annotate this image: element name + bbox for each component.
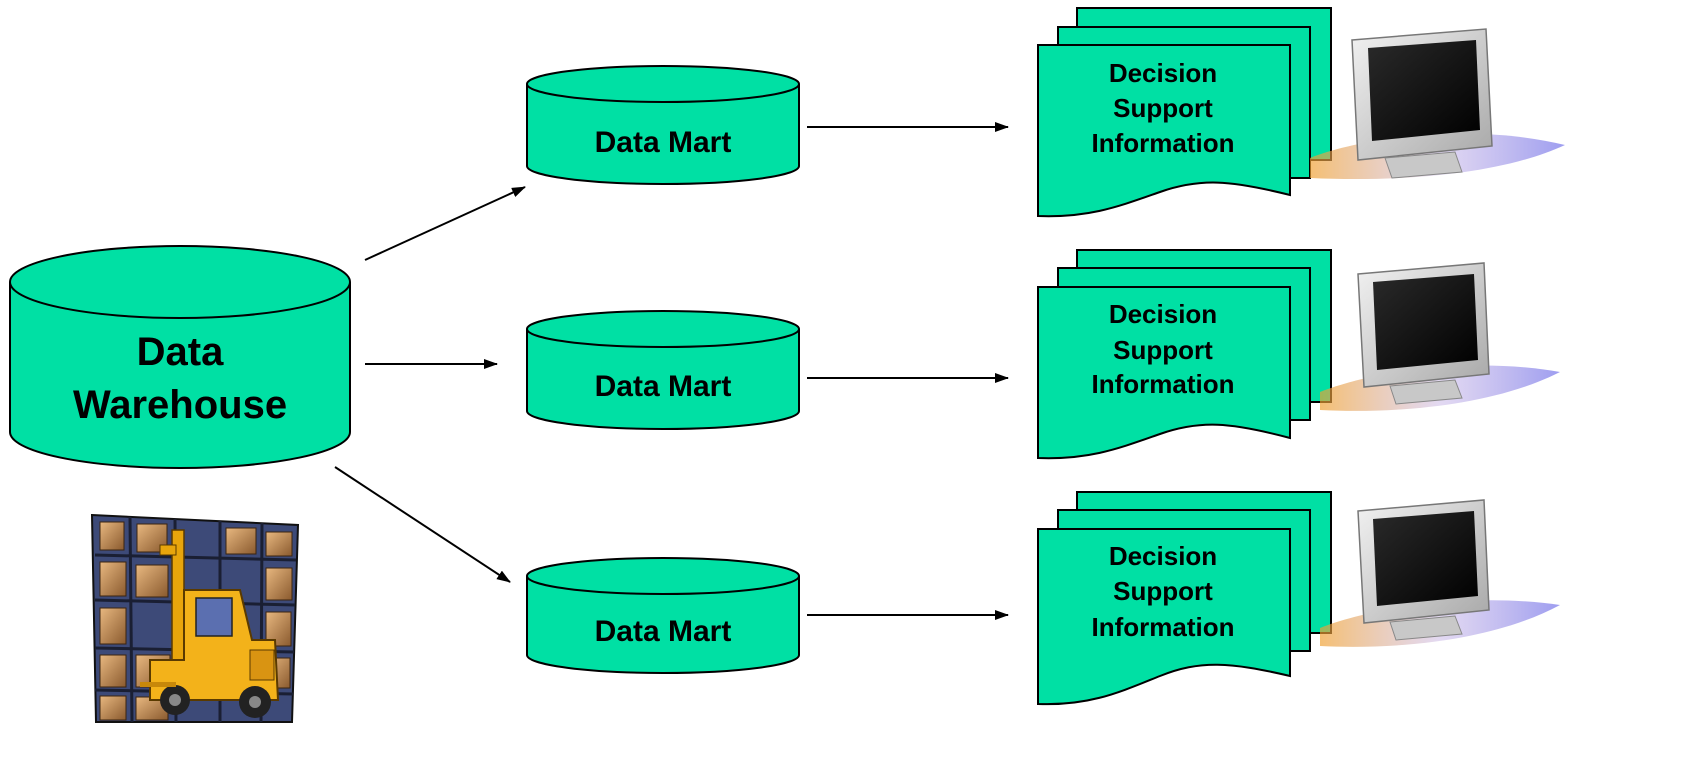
arrow-warehouse-to-mart-1 [364, 186, 526, 261]
decision-support-report-2: Decision Support Information [1037, 249, 1332, 460]
data-mart-1: Data Mart [526, 65, 800, 185]
data-warehouse-label-line1: Data [137, 330, 224, 374]
report-2-line1: Decision [1109, 299, 1217, 329]
report-2-line2: Support [1113, 335, 1213, 365]
data-mart-3: Data Mart [526, 557, 800, 674]
report-2-line3: Information [1092, 369, 1235, 399]
warehouse-forklift-illustration [90, 513, 300, 723]
decision-support-report-3: Decision Support Information [1037, 491, 1332, 706]
decision-support-report-1: Decision Support Information [1037, 7, 1332, 218]
report-3-line3: Information [1092, 612, 1235, 642]
report-1-line2: Support [1113, 93, 1213, 123]
report-1-line1: Decision [1109, 58, 1217, 88]
data-mart-2: Data Mart [526, 310, 800, 430]
report-3-line2: Support [1113, 576, 1213, 606]
report-3-line1: Decision [1109, 541, 1217, 571]
report-1-line3: Information [1092, 128, 1235, 158]
data-mart-2-label: Data Mart [595, 370, 732, 403]
monitor-icon-2 [1320, 262, 1560, 411]
warehouse-to-mart-arrows [334, 186, 526, 583]
monitor-icon-3 [1320, 499, 1560, 647]
monitor-icon-1 [1310, 28, 1565, 180]
data-mart-1-label: Data Mart [595, 126, 732, 159]
data-mart-3-label: Data Mart [595, 615, 732, 648]
arrow-warehouse-to-mart-3 [334, 466, 511, 583]
data-warehouse-label-line2: Warehouse [73, 383, 287, 427]
data-warehouse-cylinder: Data Warehouse [9, 245, 351, 469]
mart-to-report-arrows [807, 122, 1009, 620]
